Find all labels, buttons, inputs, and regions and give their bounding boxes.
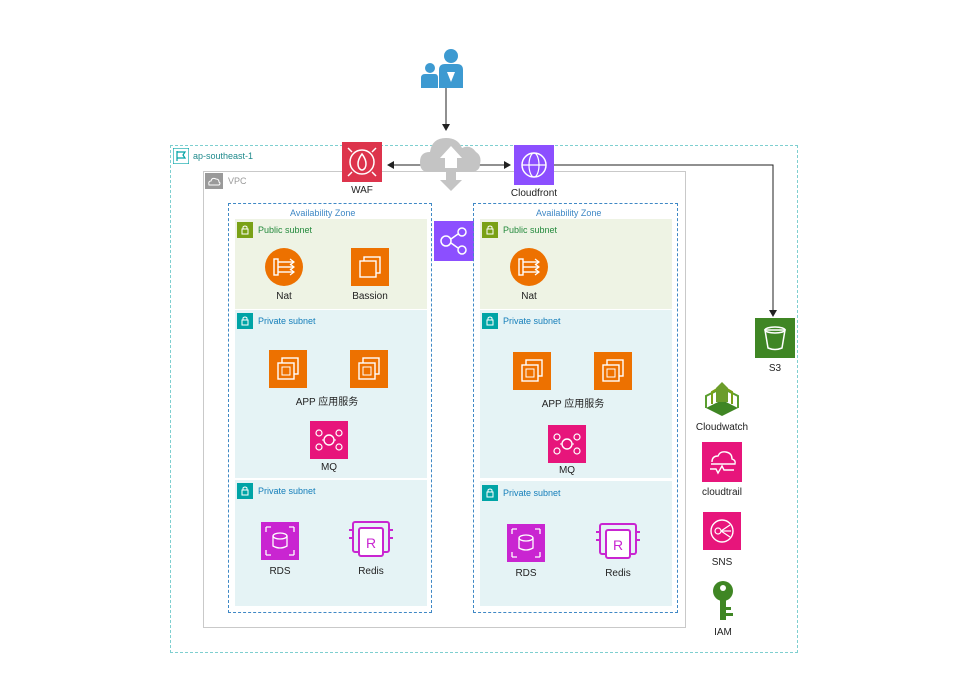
s3-bucket-icon[interactable] <box>755 318 795 358</box>
az2-title: Availability Zone <box>536 208 602 218</box>
az1-title: Availability Zone <box>290 208 356 218</box>
az1-private-subnet-1-lock-icon <box>237 313 253 329</box>
az2-private-subnet-1-label: Private subnet <box>503 316 561 326</box>
az1-public-subnet-label: Public subnet <box>258 225 313 235</box>
az1-public-subnet-lock-icon <box>237 222 253 238</box>
az2-app-server-2-icon[interactable] <box>594 352 632 390</box>
cloudwatch-icon[interactable] <box>702 378 742 418</box>
iam-label: IAM <box>714 627 732 638</box>
az1-rds-label: RDS <box>269 566 291 577</box>
az1-bastion-icon[interactable] <box>351 248 389 286</box>
az2-rds-icon[interactable] <box>507 524 545 562</box>
az1-app-server-1-icon[interactable] <box>269 350 307 388</box>
az1-redis-icon[interactable]: R <box>349 518 393 562</box>
user-icon <box>421 49 463 88</box>
az1-mq-label: MQ <box>320 462 338 473</box>
az1-app-label: APP 应用服务 <box>295 397 359 408</box>
az1-private-subnet-1-label: Private subnet <box>258 316 316 326</box>
az2-private-subnet-2-lock-icon <box>482 485 498 501</box>
svg-text:R: R <box>366 535 376 551</box>
az1-redis-label: Redis <box>358 566 384 577</box>
svg-text:R: R <box>613 537 623 553</box>
s3-label: S3 <box>768 363 782 374</box>
sns-icon[interactable] <box>703 512 741 550</box>
waf-icon[interactable] <box>342 142 382 182</box>
sns-label: SNS <box>711 557 733 568</box>
cloudtrail-icon[interactable] <box>702 442 742 482</box>
az1-mq-icon[interactable] <box>310 421 348 459</box>
az2-redis-icon[interactable]: R <box>596 520 640 564</box>
cloudwatch-label: Cloudwatch <box>695 422 749 433</box>
availability-zone-2 <box>473 203 678 613</box>
vpc-label: VPC <box>228 176 247 186</box>
az2-app-server-1-icon[interactable] <box>513 352 551 390</box>
az2-public-subnet-lock-icon <box>482 222 498 238</box>
az2-app-label: APP 应用服务 <box>541 399 605 410</box>
az2-private-subnet-2-label: Private subnet <box>503 488 561 498</box>
internet-cloud-icon <box>420 138 481 191</box>
availability-zone-1 <box>228 203 432 613</box>
az1-rds-icon[interactable] <box>261 522 299 560</box>
az2-rds-label: RDS <box>515 568 537 579</box>
region-group <box>170 145 798 653</box>
az1-bastion-label: Bassion <box>352 291 388 302</box>
az2-nat-icon[interactable] <box>510 248 548 286</box>
region-label: ap-southeast-1 <box>193 151 254 161</box>
cloudfront-label: Cloudfront <box>510 188 558 199</box>
az2-redis-label: Redis <box>605 568 631 579</box>
az2-private-subnet-1-lock-icon <box>482 313 498 329</box>
vpc-cloud-icon <box>205 173 223 189</box>
cloudtrail-label: cloudtrail <box>701 487 743 498</box>
cloudfront-icon[interactable] <box>514 145 554 185</box>
az2-mq-icon[interactable] <box>548 425 586 463</box>
az1-nat-icon[interactable] <box>265 248 303 286</box>
az1-nat-label: Nat <box>276 291 292 302</box>
az2-public-subnet-label: Public subnet <box>503 225 558 235</box>
az1-private-subnet-2-label: Private subnet <box>258 486 316 496</box>
az2-nat-label: Nat <box>521 291 537 302</box>
az2-mq-label: MQ <box>558 465 576 476</box>
az1-app-server-2-icon[interactable] <box>350 350 388 388</box>
region-flag-icon <box>173 148 189 164</box>
iam-key-icon[interactable] <box>709 580 737 622</box>
load-balancer-icon[interactable] <box>434 221 474 261</box>
az1-private-subnet-2-lock-icon <box>237 483 253 499</box>
waf-label: WAF <box>351 185 373 196</box>
